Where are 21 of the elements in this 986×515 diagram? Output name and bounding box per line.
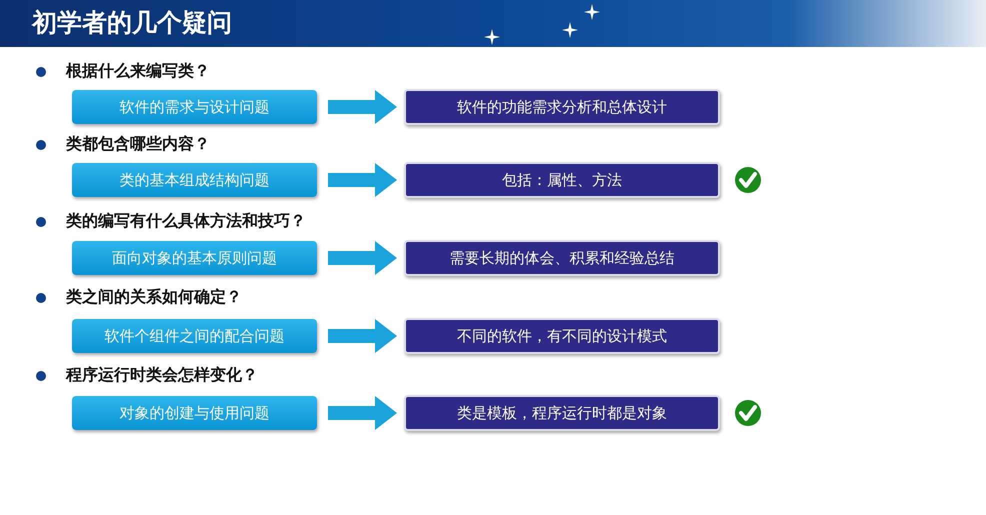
question-text: 类都包含哪些内容？ <box>66 134 210 155</box>
block-arrow <box>328 163 397 197</box>
result-box: 需要长期的体会、积累和经验总结 <box>404 240 720 276</box>
question-text: 类之间的关系如何确定？ <box>66 287 242 308</box>
title: 初学者的几个疑问 <box>32 7 232 39</box>
block-arrow <box>328 90 397 124</box>
block-arrow <box>328 319 397 353</box>
process-box: 类的基本组成结构问题 <box>72 163 317 197</box>
question-text: 类的编写有什么具体方法和技巧？ <box>66 211 306 232</box>
question-text: 程序运行时类会怎样变化？ <box>66 365 258 386</box>
result-box: 软件的功能需求分析和总体设计 <box>404 89 720 125</box>
block-arrow <box>328 396 397 430</box>
process-box: 软件的需求与设计问题 <box>72 90 317 124</box>
process-box: 面向对象的基本原则问题 <box>72 241 317 275</box>
result-box: 类是模板，程序运行时都是对象 <box>404 395 720 431</box>
result-box: 包括：属性、方法 <box>404 162 720 198</box>
question-text: 根据什么来编写类？ <box>66 61 210 82</box>
process-box: 对象的创建与使用问题 <box>72 396 317 430</box>
process-box: 软件个组件之间的配合问题 <box>72 319 317 353</box>
result-box: 不同的软件，有不同的设计模式 <box>404 318 720 354</box>
block-arrow <box>328 241 397 275</box>
